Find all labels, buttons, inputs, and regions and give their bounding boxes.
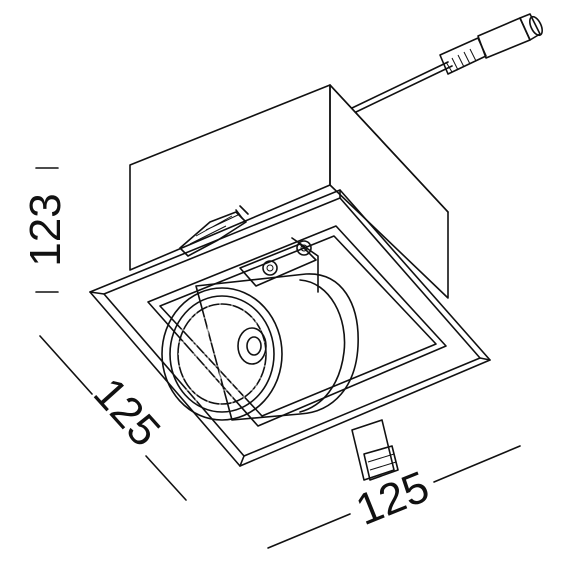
spotlight-cylinder bbox=[195, 273, 359, 421]
dimension-height-label: 123 bbox=[21, 193, 70, 266]
power-cable-connector bbox=[351, 13, 543, 113]
rear-housing-box bbox=[129, 84, 449, 299]
cable-gland bbox=[351, 419, 399, 481]
dimension-height: 123 bbox=[21, 167, 70, 293]
spring-clip bbox=[179, 205, 249, 257]
trim-frame bbox=[89, 189, 491, 467]
reflector-facets bbox=[178, 300, 266, 408]
dimension-depth-label: 125 bbox=[84, 369, 170, 456]
lens-reflector bbox=[161, 287, 283, 421]
gimbal-bracket bbox=[239, 237, 319, 293]
dimension-width: 125 bbox=[267, 445, 521, 549]
dimension-depth: 125 bbox=[39, 335, 187, 501]
